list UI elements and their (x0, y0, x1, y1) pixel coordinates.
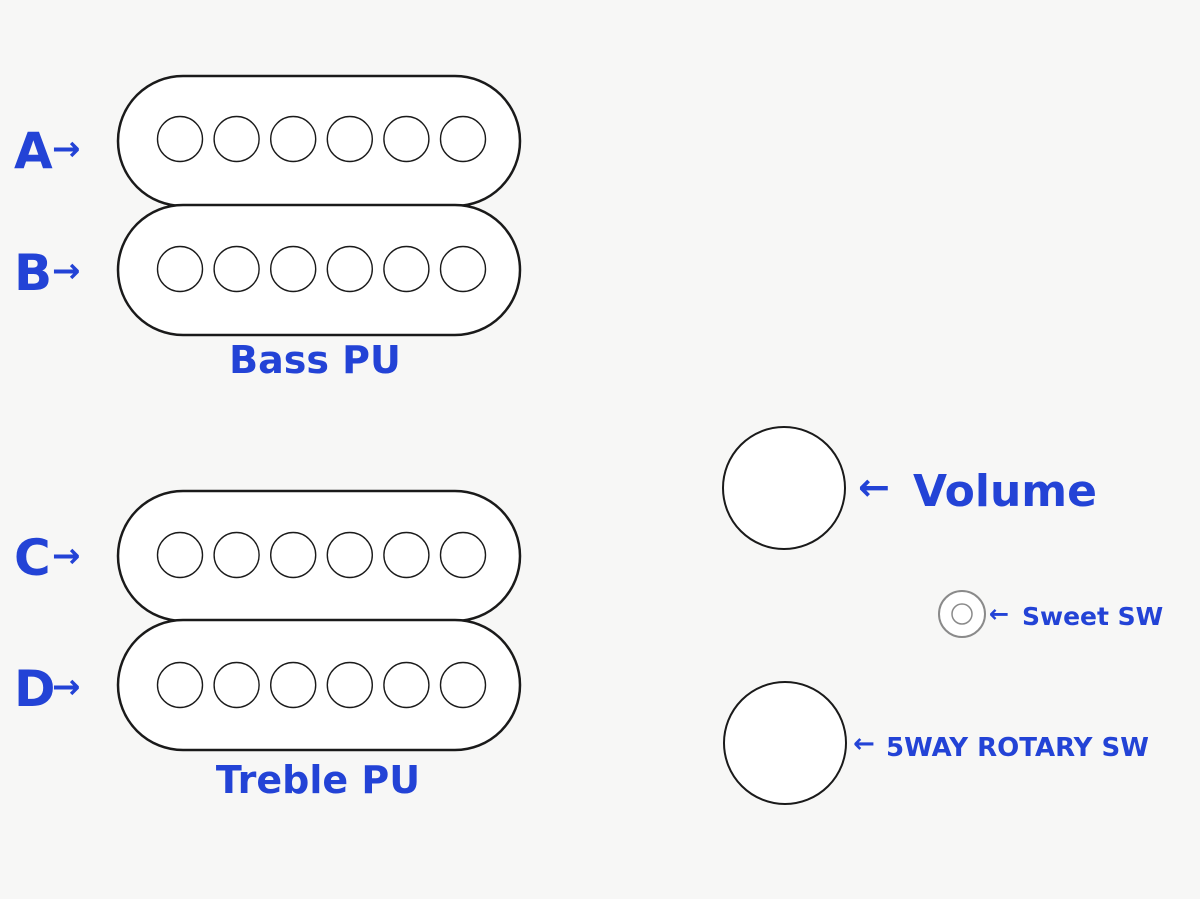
sweet-switch-arrow: ← (989, 600, 1009, 628)
treble-pickup: Treble PU (116, 489, 522, 802)
volume-label: Volume (913, 466, 1097, 517)
coil-c-letter: C (14, 529, 51, 587)
coil-b-arrow: → (52, 251, 81, 291)
sweet-switch-label: Sweet SW (1022, 602, 1163, 631)
coil-d-pole-2 (213, 661, 260, 709)
coil-b-bobbin (116, 203, 522, 337)
coil-d (116, 618, 522, 752)
coil-a-letter: A (14, 122, 53, 180)
treble-pickup-title: Treble PU (216, 758, 420, 802)
coil-a-poles (156, 115, 487, 163)
coil-d-pole-5 (383, 661, 430, 709)
coil-b-pole-4 (326, 245, 373, 293)
rotary-switch-control: ← 5WAY ROTARY SW (723, 681, 1149, 805)
bass-pickup: Bass PU (116, 74, 522, 382)
coil-b-pole-6 (439, 245, 487, 293)
coil-a-pole-5 (383, 115, 430, 163)
coil-a-pole-1 (156, 115, 204, 163)
coil-d-pole-4 (326, 661, 373, 709)
coil-a-pole-6 (439, 115, 487, 163)
bass-pickup-title: Bass PU (229, 338, 401, 382)
coil-b-pole-1 (156, 245, 204, 293)
coil-labels: A → B → C → D → (14, 122, 81, 718)
sweet-switch-control: ← Sweet SW (938, 590, 1163, 638)
coil-b-pole-3 (270, 245, 317, 293)
coil-a-arrow: → (52, 129, 81, 169)
coil-c-pole-2 (213, 531, 260, 579)
volume-knob (722, 426, 846, 550)
rotary-switch-label: 5WAY ROTARY SW (886, 733, 1149, 763)
coil-d-letter: D (14, 660, 56, 718)
rotary-switch-arrow: ← (853, 729, 875, 759)
coil-d-pole-6 (439, 661, 487, 709)
coil-d-poles (156, 661, 487, 709)
coil-a (116, 74, 522, 208)
coil-d-pole-1 (156, 661, 204, 709)
coil-b-letter: B (14, 244, 52, 302)
coil-b-pole-5 (383, 245, 430, 293)
volume-control: ← Volume (722, 426, 1097, 550)
coil-b (116, 203, 522, 337)
coil-d-pole-3 (270, 661, 317, 709)
coil-c-pole-5 (383, 531, 430, 579)
coil-a-pole-3 (270, 115, 317, 163)
coil-c-arrow: → (52, 536, 81, 576)
coil-b-pole-2 (213, 245, 260, 293)
sweet-switch-inner (951, 603, 973, 625)
coil-d-arrow: → (52, 667, 81, 707)
coil-b-poles (156, 245, 487, 293)
volume-arrow: ← (858, 465, 890, 509)
coil-a-pole-4 (326, 115, 373, 163)
coil-c-pole-6 (439, 531, 487, 579)
coil-c-pole-1 (156, 531, 204, 579)
coil-d-bobbin (116, 618, 522, 752)
coil-c-poles (156, 531, 487, 579)
coil-c-pole-4 (326, 531, 373, 579)
coil-a-pole-2 (213, 115, 260, 163)
coil-c (116, 489, 522, 623)
rotary-switch-knob (723, 681, 847, 805)
coil-c-pole-3 (270, 531, 317, 579)
